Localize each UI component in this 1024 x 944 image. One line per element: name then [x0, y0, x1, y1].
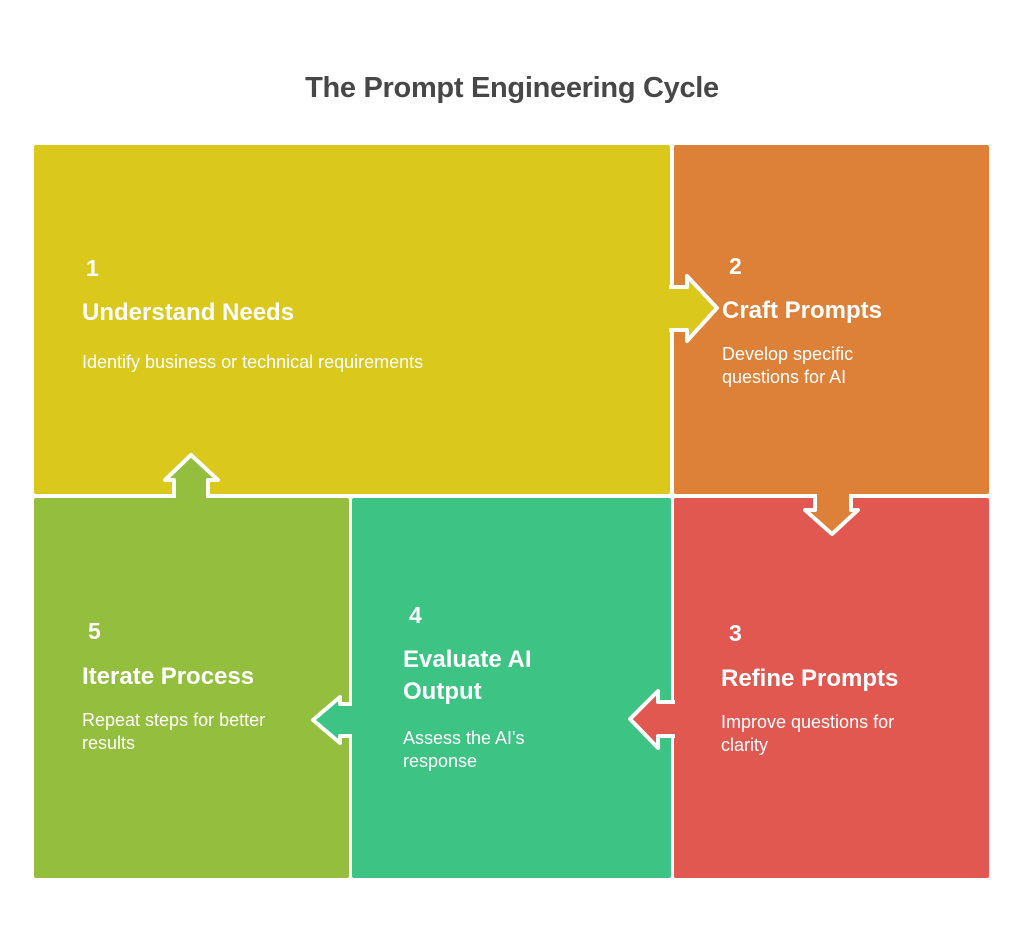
- step-1-description: Identify business or technical requireme…: [82, 352, 424, 372]
- step-3-description: Improve questions for clarity: [721, 712, 895, 755]
- step-2-heading: Craft Prompts: [722, 297, 883, 324]
- step-2-number: 2: [729, 253, 742, 279]
- step-4-heading: Evaluate AI Output: [403, 646, 532, 705]
- step-5-description: Repeat steps for better results: [82, 710, 266, 753]
- step-2-craft-prompts-block: 2 Craft Prompts Develop specific questio…: [674, 145, 989, 494]
- step-5-iterate-process-block: 5 Iterate Process Repeat steps for bette…: [34, 498, 349, 878]
- step-2-description: Develop specific questions for AI: [722, 344, 854, 387]
- step-4-number: 4: [409, 602, 422, 628]
- step-1-number: 1: [86, 255, 99, 281]
- step-3-heading: Refine Prompts: [721, 665, 899, 692]
- step-1-heading: Understand Needs: [82, 299, 295, 326]
- step-3-refine-prompts-block: 3 Refine Prompts Improve questions for c…: [674, 498, 989, 878]
- step-5-number: 5: [88, 618, 101, 644]
- step-3-number: 3: [729, 620, 742, 646]
- step-1-understand-needs-block: 1 Understand Needs Identify business or …: [34, 145, 670, 494]
- step-4-description: Assess the AI's response: [403, 728, 525, 771]
- step-4-evaluate-ai-output-block: 4 Evaluate AI Output Assess the AI's res…: [352, 498, 671, 878]
- page-title: The Prompt Engineering Cycle: [305, 72, 719, 104]
- step-5-heading: Iterate Process: [82, 663, 255, 690]
